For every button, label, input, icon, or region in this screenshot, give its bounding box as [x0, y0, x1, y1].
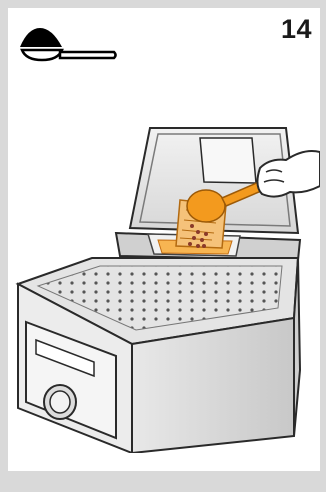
step-number: 14 — [281, 14, 312, 45]
dishwasher-illustration — [8, 108, 320, 458]
measuring-spoon-icon — [18, 22, 118, 67]
instruction-page: 14 — [8, 8, 320, 471]
